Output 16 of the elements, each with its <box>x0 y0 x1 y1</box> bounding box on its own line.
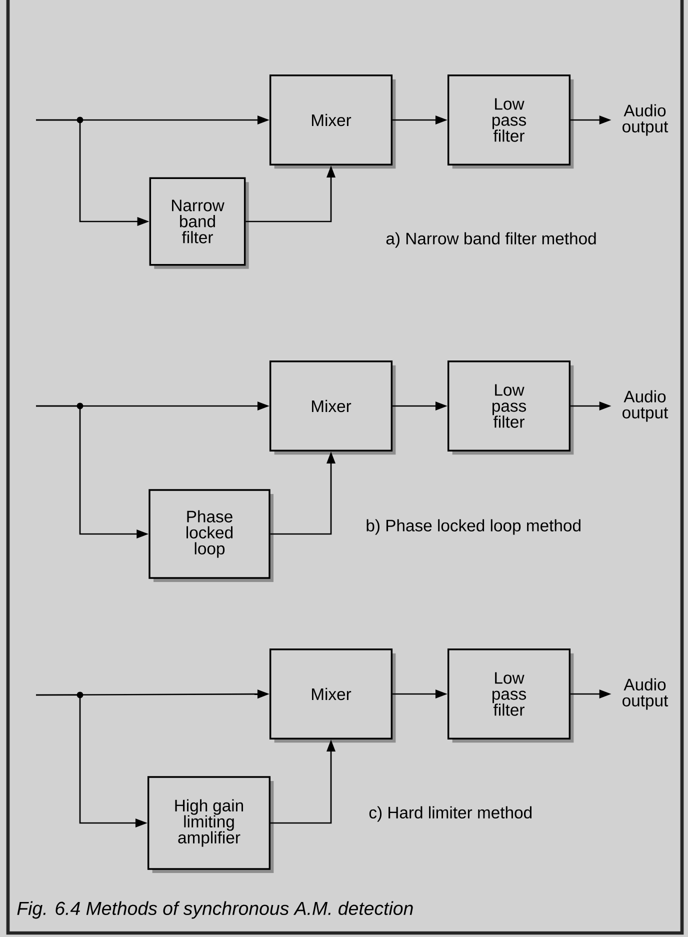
block-box: High gain limiting amplifier <box>147 776 274 873</box>
block-box: Phase locked loop <box>148 489 274 582</box>
output-label: Audio output <box>622 104 668 136</box>
block-box: Mixer <box>269 360 396 455</box>
block-box: Low pass filter <box>447 74 574 169</box>
block-box: Low pass filter <box>447 360 574 455</box>
method-label: c) Hard limiter method <box>369 806 532 822</box>
output-label: Audio output <box>622 678 668 710</box>
output-label: Audio output <box>622 390 668 422</box>
block-box: Mixer <box>269 648 396 743</box>
figure-caption: Fig. 6.4 Methods of synchronous A.M. detection <box>17 901 413 919</box>
block-box: Narrow band filter <box>149 177 249 269</box>
block-box: Low pass filter <box>447 648 574 743</box>
method-label: a) Narrow band filter method <box>386 232 596 248</box>
block-box: Mixer <box>269 74 396 169</box>
method-label: b) Phase locked loop method <box>366 519 580 535</box>
